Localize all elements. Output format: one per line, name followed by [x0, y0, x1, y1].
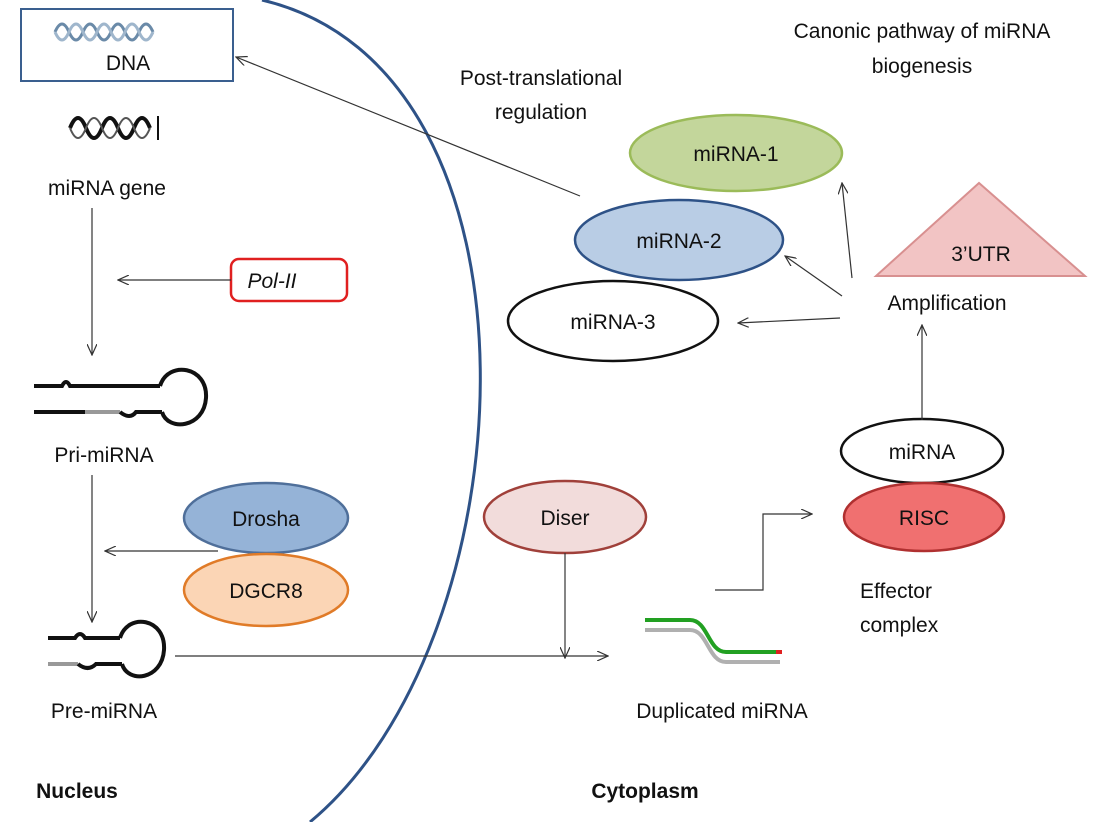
utr-triangle: [873, 181, 1088, 277]
mirna-3-ellipse: [506, 279, 720, 363]
utr-label: 3’UTR: [951, 243, 1011, 266]
risc-label: RISC: [899, 507, 949, 530]
mirna-2-label: miRNA-2: [636, 230, 721, 253]
nucleus-label: Nucleus: [36, 780, 118, 803]
pre-mirna-label: Pre-miRNA: [51, 700, 157, 723]
post-translational-label-line1: Post-translational: [460, 67, 622, 90]
dna-box: [20, 8, 234, 82]
arrow-amp-to-mirna-3: [738, 317, 841, 323]
arrow-duplicated-to-risc: [715, 514, 812, 591]
pri-mirna-hairpin-icon: [34, 367, 209, 427]
diser-label: Diser: [540, 507, 589, 530]
pre-mirna-hairpin-icon: [48, 619, 167, 679]
mirna-2-ellipse: [573, 198, 785, 282]
mirna-label: miRNA: [889, 441, 956, 464]
mirna-3-label: miRNA-3: [570, 311, 655, 334]
risc-ellipse: [842, 481, 1006, 553]
arrow-amp-to-mirna-1: [842, 183, 853, 279]
pol-ii-label: Pol-II: [247, 270, 296, 293]
duplicated-mirna-label: Duplicated miRNA: [636, 700, 808, 723]
arrow-mirna-2-to-dna: [236, 57, 581, 197]
cytoplasm-label: Cytoplasm: [591, 780, 698, 803]
dna-helix-icon: [53, 22, 155, 42]
pri-mirna-label: Pri-miRNA: [54, 444, 153, 467]
arrow-amp-to-mirna-2: [785, 256, 843, 297]
mirna-gene-label: miRNA gene: [48, 177, 166, 200]
dna-label: DNA: [106, 52, 150, 75]
post-translational-label-line2: regulation: [495, 101, 587, 124]
amplification-label: Amplification: [887, 292, 1006, 315]
mirna-1-label: miRNA-1: [693, 143, 778, 166]
effector-label-line2: complex: [860, 614, 939, 637]
dgcr8-label: DGCR8: [229, 580, 303, 603]
dgcr8-ellipse: [182, 552, 350, 628]
mirna-gene-icon: [68, 116, 159, 140]
drosha-label: Drosha: [232, 508, 300, 531]
title-line2: biogenesis: [872, 55, 972, 78]
effector-label-line1: Effector: [860, 580, 932, 603]
duplicated-mirna-icon: [645, 618, 782, 664]
mirna-1-ellipse: [628, 113, 844, 193]
nuclear-membrane: [261, 0, 482, 822]
title-line1: Canonic pathway of miRNA: [794, 20, 1051, 43]
